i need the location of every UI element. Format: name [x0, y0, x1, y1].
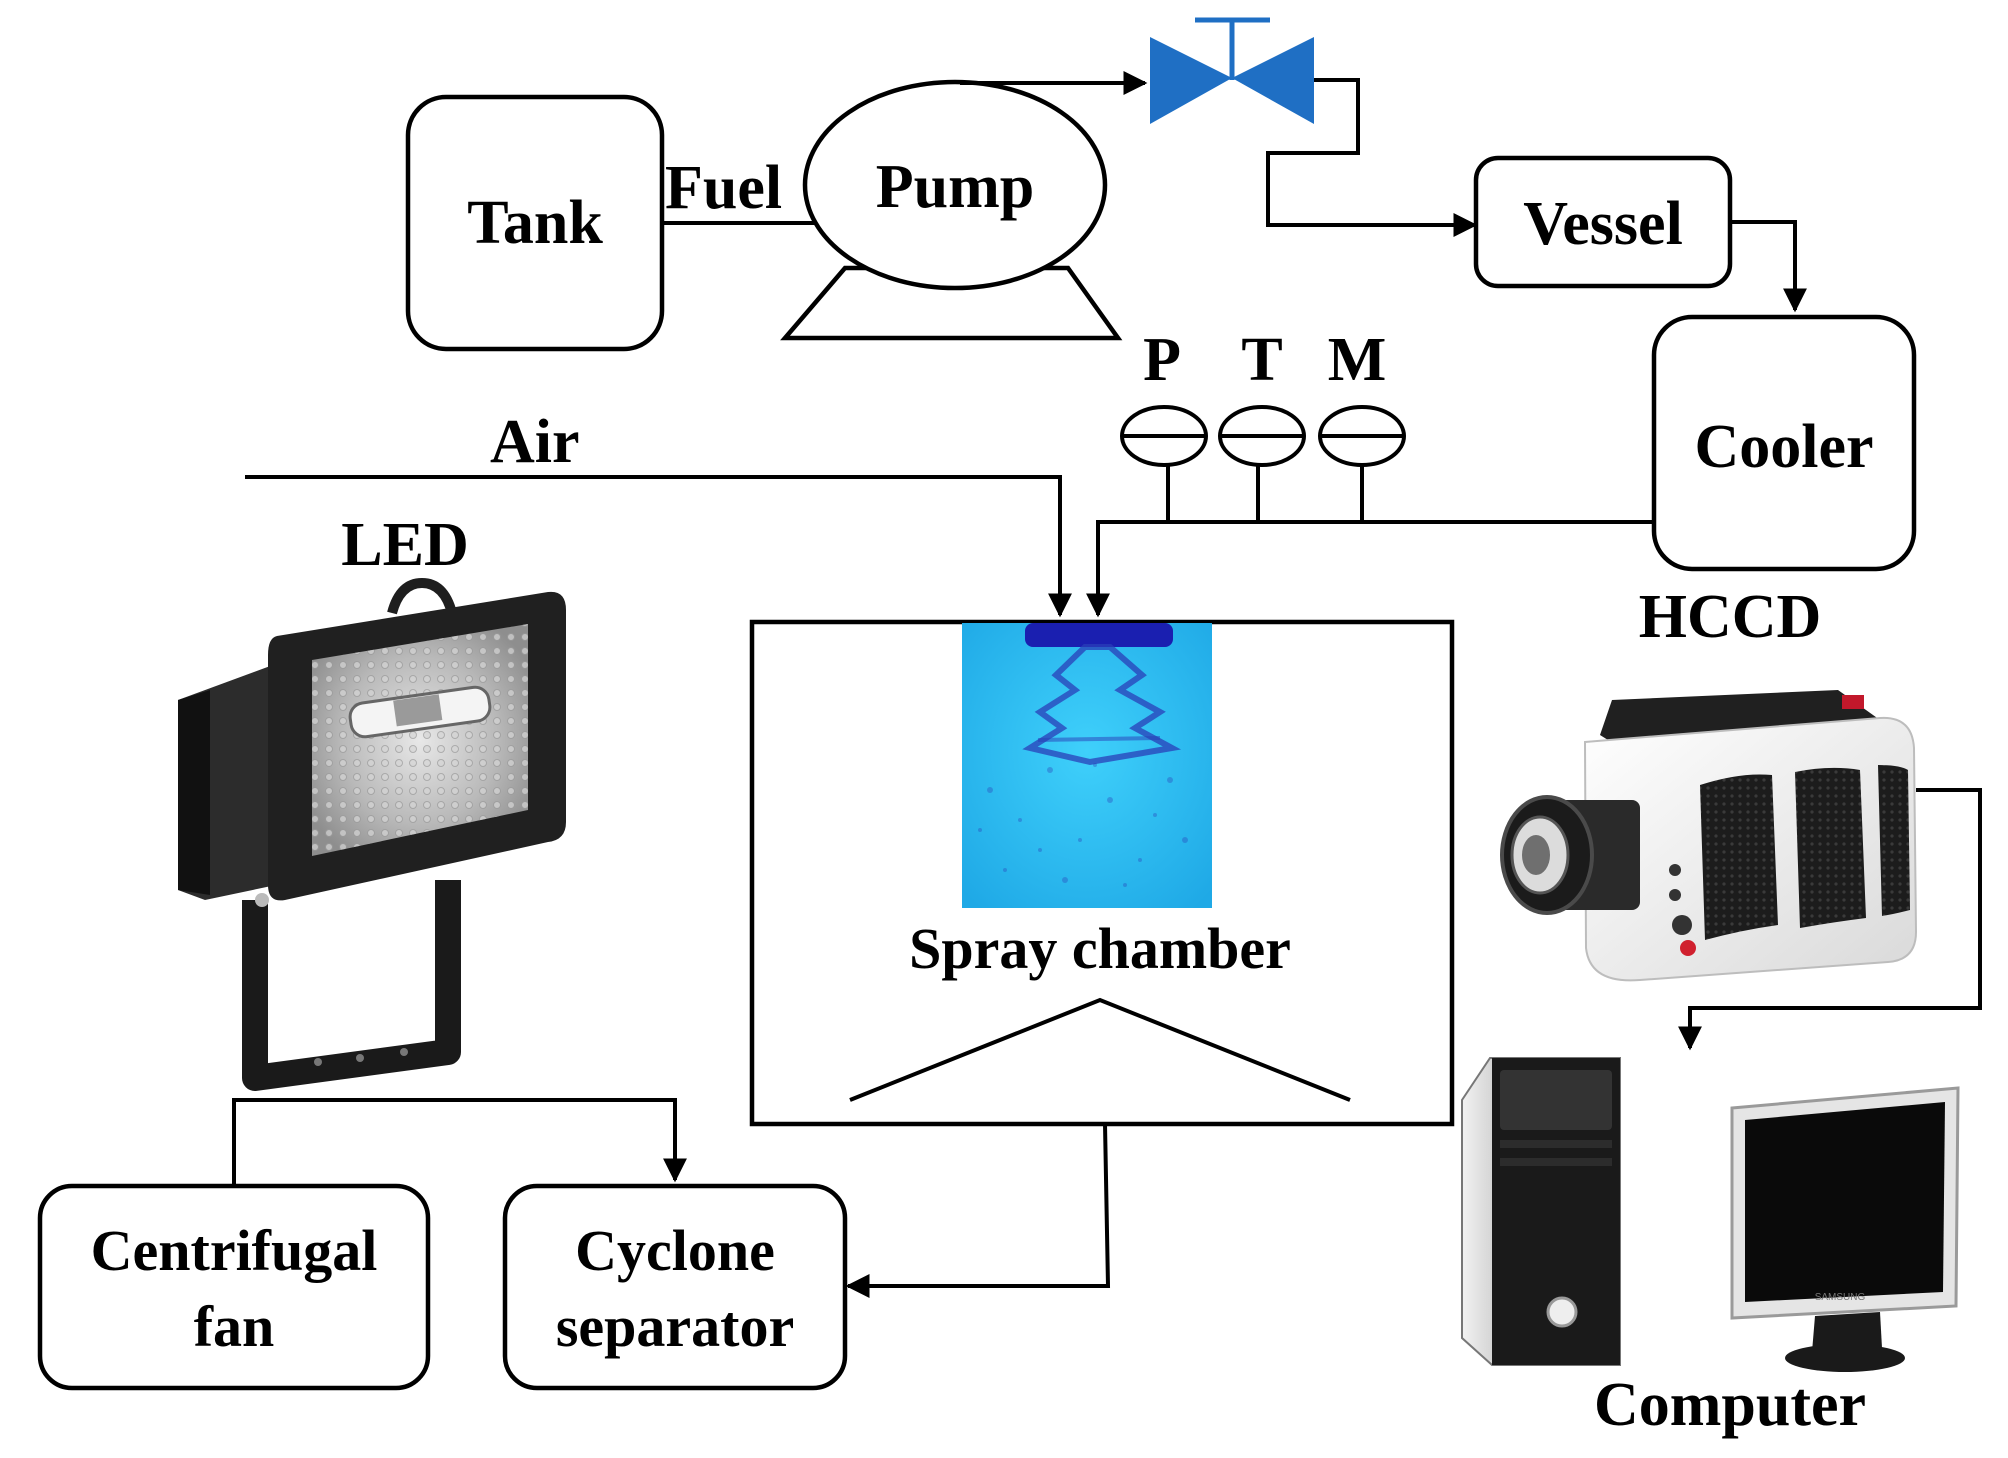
monitor-brand-label: SAMSUNG [1815, 1292, 1866, 1303]
fan-to-cyclone-line [232, 1098, 687, 1186]
cooler-box [1651, 314, 1917, 572]
hccd-label: HCCD [1639, 583, 1822, 651]
gauge-t-label: T [1241, 326, 1282, 394]
led-floodlight-icon [178, 577, 566, 1091]
cooler-to-chamber-fuel-line [1086, 520, 1654, 618]
desktop-computer-icon [1461, 1057, 1960, 1372]
gauge-icon [1120, 405, 1208, 520]
cyclone-separator-label-line2: separator [556, 1294, 794, 1359]
air-line [245, 475, 1072, 618]
cyclone-separator-box [502, 1183, 848, 1391]
cyclone-separator-label-line1: Cyclone [575, 1218, 775, 1283]
camera-to-computer-line [1678, 788, 1982, 1051]
tank-label: Tank [467, 189, 603, 257]
led-label: LED [341, 511, 468, 579]
chamber-to-cyclone-line [845, 1123, 1111, 1298]
spray-chamber-label: Spray chamber [909, 916, 1291, 981]
gate-valve-icon [1150, 17, 1314, 124]
gauge-icon [1318, 405, 1406, 520]
spray-chamber-cone [849, 997, 1351, 1102]
gauge-m-label: M [1328, 326, 1387, 394]
pump-icon [780, 79, 1123, 341]
high-speed-camera-icon [1500, 690, 1918, 982]
vessel-to-cooler-line [1730, 220, 1807, 313]
centrifugal-fan-label-line1: Centrifugal [91, 1218, 378, 1283]
valve-to-vessel-line [1266, 78, 1478, 237]
gauge-icon [1218, 405, 1306, 520]
gauge-p-label: P [1143, 326, 1181, 394]
fuel-label: Fuel [665, 154, 782, 222]
cooler-label: Cooler [1694, 413, 1873, 481]
spray-image [962, 623, 1212, 908]
air-label: Air [490, 408, 580, 476]
computer-label: Computer [1594, 1371, 1866, 1439]
pump-label: Pump [876, 153, 1034, 221]
centrifugal-fan-label-line2: fan [194, 1294, 275, 1359]
vessel-label: Vessel [1523, 190, 1683, 258]
